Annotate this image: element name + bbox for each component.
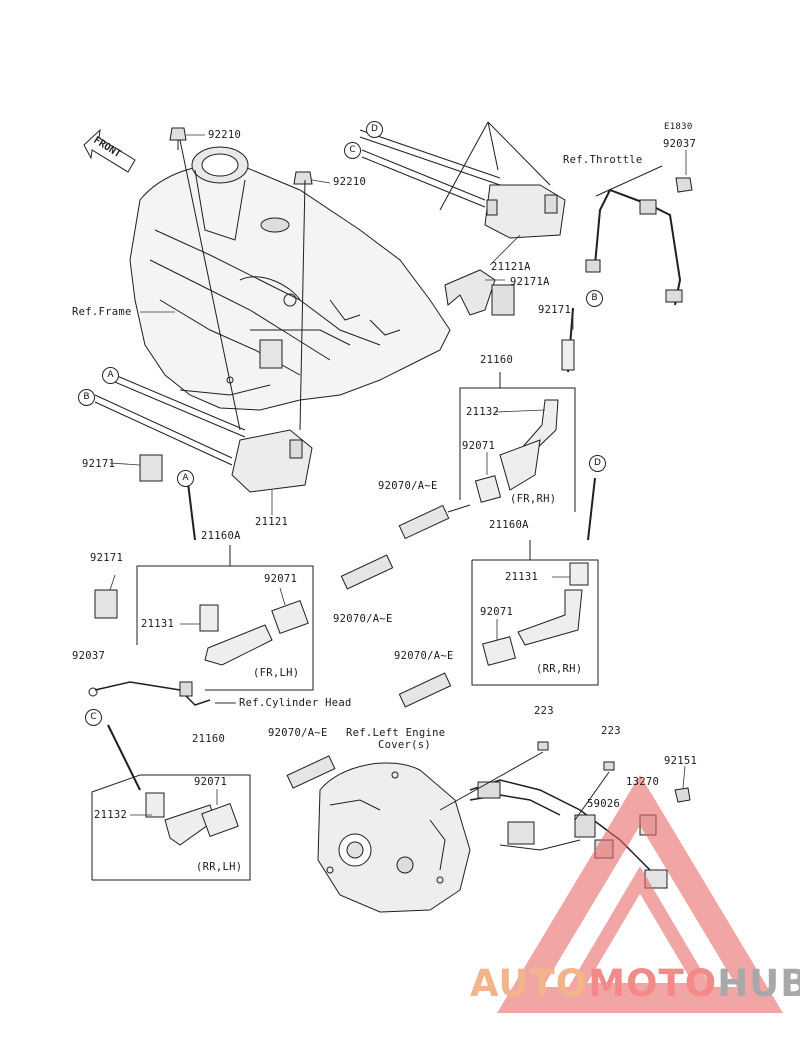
label-21160-top: 21160	[480, 354, 514, 366]
bolt-92210-mid	[293, 171, 313, 185]
connector-c-top: C	[344, 142, 361, 159]
label-92037-top: 92037	[663, 138, 697, 150]
clamp-92171-left	[139, 454, 163, 482]
connector-d-top: D	[366, 121, 383, 138]
label-21121a: 21121A	[491, 261, 531, 273]
label-13270: 13270	[626, 776, 660, 788]
watermark-auto: AUTO	[470, 962, 589, 1005]
label-92171-right: 92171	[538, 304, 572, 316]
label-223-a: 223	[534, 705, 554, 717]
clamp-92171-left2	[94, 589, 118, 619]
pos-rr-rh: (RR,RH)	[536, 663, 583, 675]
label-21160a-left: 21160A	[201, 530, 241, 542]
label-92210-mid: 92210	[333, 176, 367, 188]
connector-c-left: C	[85, 709, 102, 726]
label-21132-bottom: 21132	[94, 809, 128, 821]
ref-left-engine-cover-line1: Ref.Left Engine	[346, 727, 446, 739]
plug-lead-fr-lh	[136, 482, 314, 691]
connector-a-left: A	[102, 367, 119, 384]
left-engine-cover	[317, 762, 471, 913]
ignition-coil-upper	[359, 121, 566, 239]
bolt-92210-top	[169, 127, 187, 150]
spark-plug-2	[340, 554, 394, 590]
label-92070-rr-rh: 92070/A~E	[394, 650, 454, 662]
ref-left-engine-cover-line2: Cover(s)	[378, 739, 431, 751]
label-92210-top: 92210	[208, 129, 242, 141]
label-92151: 92151	[664, 755, 698, 767]
pos-fr-lh: (FR,LH)	[253, 667, 300, 679]
label-92071-rr-lh: 92071	[194, 776, 228, 788]
clamp-92171a	[444, 269, 515, 316]
ref-cylinder-head: Ref.Cylinder Head	[239, 697, 352, 709]
watermark-triangle-logo	[497, 774, 783, 1013]
leader-lines	[109, 134, 687, 816]
throttle-bracket	[585, 165, 693, 306]
watermark-hub: HUB	[717, 962, 800, 1005]
label-21132-top: 21132	[466, 406, 500, 418]
label-21131-left: 21131	[141, 618, 175, 630]
watermark-wordmark: AUTOMOTOHUB	[470, 962, 800, 1005]
label-92070-mid: 92070/A~E	[333, 613, 393, 625]
spark-plug-4	[286, 755, 336, 789]
label-21121: 21121	[255, 516, 289, 528]
label-92071-rr-rh: 92071	[480, 606, 514, 618]
connector-a-lower: A	[177, 470, 194, 487]
frame-assembly	[129, 146, 451, 411]
label-59026: 59026	[587, 798, 621, 810]
diagram-code: E1830	[664, 122, 693, 132]
label-92070-bottom: 92070/A~E	[268, 727, 328, 739]
pos-rr-lh: (RR,LH)	[196, 861, 243, 873]
connector-b-right: B	[586, 290, 603, 307]
front-arrow-icon	[83, 128, 136, 173]
label-92037-left: 92037	[72, 650, 106, 662]
plug-lead-rr-rh	[471, 477, 599, 686]
plug-lead-fr-rh	[474, 307, 575, 503]
label-92171-left: 92171	[82, 458, 116, 470]
label-21160-bottom: 21160	[192, 733, 226, 745]
label-223-b: 223	[601, 725, 621, 737]
label-92070-fr-rh: 92070/A~E	[378, 480, 438, 492]
pos-fr-rh: (FR,RH)	[510, 493, 557, 505]
ignition-coil-lower	[94, 139, 313, 493]
ref-throttle: Ref.Throttle	[563, 154, 643, 166]
label-92171-left2: 92171	[90, 552, 124, 564]
label-21160a-right: 21160A	[489, 519, 529, 531]
connector-b-left: B	[78, 389, 95, 406]
label-21131-right: 21131	[505, 571, 539, 583]
plug-lead-rr-lh	[91, 724, 251, 881]
spark-plug-1	[398, 504, 471, 540]
connector-d-right: D	[589, 455, 606, 472]
ref-frame: Ref.Frame	[72, 306, 132, 318]
label-92071-fr-lh: 92071	[264, 573, 298, 585]
label-92171a: 92171A	[510, 276, 550, 288]
bracket-box-fr-rh	[459, 372, 576, 512]
cylinder-head-bracket	[88, 681, 235, 706]
watermark-moto: MOTO	[588, 962, 718, 1005]
label-92071-fr-rh: 92071	[462, 440, 496, 452]
spark-plug-3	[398, 672, 452, 708]
